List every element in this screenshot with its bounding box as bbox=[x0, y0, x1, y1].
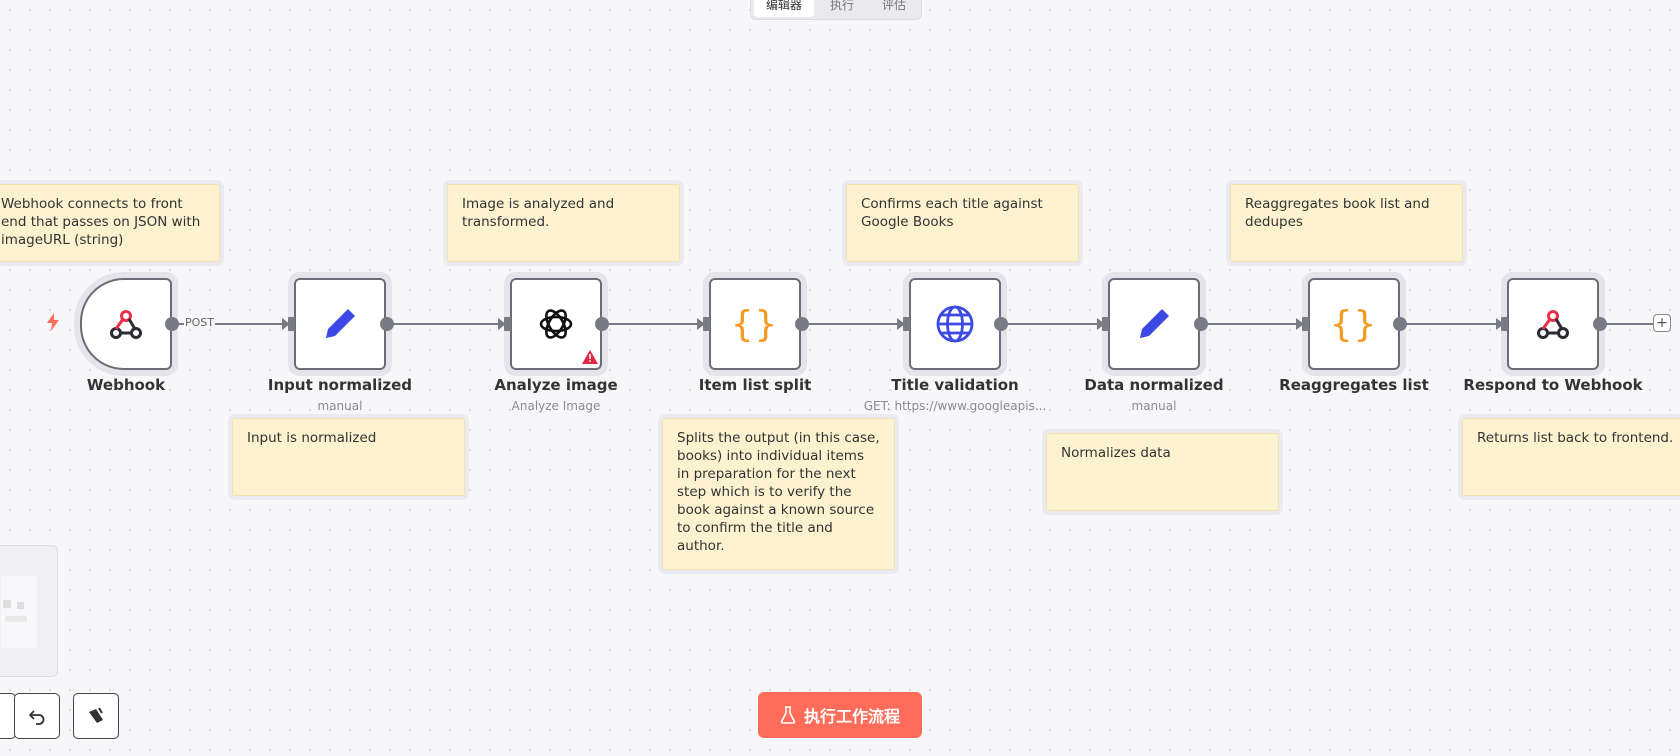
node-title: Title validation bbox=[891, 376, 1019, 394]
node-subtitle: manual bbox=[1131, 399, 1177, 413]
node-title: Reaggregates list bbox=[1279, 376, 1429, 394]
note-text: Confirms each title against Google Books bbox=[861, 196, 1043, 230]
node-subtitle: manual bbox=[317, 399, 363, 413]
connection-validation-normalized[interactable] bbox=[1002, 323, 1098, 325]
minimap[interactable] bbox=[0, 545, 58, 677]
input-port[interactable] bbox=[1501, 317, 1508, 331]
flask-icon bbox=[780, 706, 796, 724]
execute-workflow-button[interactable]: 执行工作流程 bbox=[758, 692, 922, 738]
node-respond-to-webhook[interactable] bbox=[1507, 278, 1599, 370]
webhook-icon bbox=[1537, 310, 1569, 339]
input-port[interactable] bbox=[903, 317, 910, 331]
input-port[interactable] bbox=[504, 317, 511, 331]
arrow-head bbox=[282, 318, 290, 330]
trigger-bolt-icon bbox=[46, 313, 60, 336]
sticky-note-confirms-title[interactable]: Confirms each title against Google Books bbox=[846, 184, 1079, 262]
note-text: Splits the output (in this case, books) … bbox=[677, 430, 880, 554]
node-reaggregates-list[interactable]: {} bbox=[1308, 278, 1400, 370]
sticky-note-normalizes-data[interactable]: Normalizes data bbox=[1046, 433, 1279, 511]
warning-icon[interactable] bbox=[582, 350, 598, 364]
node-title: Webhook bbox=[86, 376, 166, 394]
node-item-list-split[interactable]: {} bbox=[709, 278, 801, 370]
tab-executions[interactable]: 执行 bbox=[830, 0, 855, 12]
connection-respond-end[interactable] bbox=[1600, 323, 1654, 325]
connection-input-analyze[interactable] bbox=[388, 323, 500, 325]
output-port[interactable] bbox=[1593, 317, 1607, 331]
view-tabs: 编辑器 执行 评估 bbox=[750, 0, 923, 20]
tab-editor[interactable]: 编辑器 bbox=[754, 0, 815, 17]
output-port[interactable] bbox=[595, 317, 609, 331]
note-text: Webhook connects to front end that passe… bbox=[1, 196, 201, 248]
node-title-validation[interactable] bbox=[909, 278, 1001, 370]
arrow-head bbox=[1097, 318, 1105, 330]
node-subtitle: GET: https://www.googleapis... bbox=[863, 399, 1047, 413]
node-subtitle: Analyze Image bbox=[511, 399, 601, 413]
add-node-button[interactable]: + bbox=[1653, 314, 1671, 332]
output-port[interactable] bbox=[165, 317, 179, 331]
connection-webhook-input[interactable] bbox=[172, 323, 284, 325]
sticky-note-splits-output[interactable]: Splits the output (in this case, books) … bbox=[662, 418, 895, 570]
sticky-note-image-analyzed[interactable]: Image is analyzed and transformed. bbox=[447, 184, 680, 262]
input-port[interactable] bbox=[1102, 317, 1109, 331]
code-braces-icon: {} bbox=[731, 303, 779, 345]
node-webhook[interactable] bbox=[80, 278, 172, 370]
node-title: Analyze image bbox=[494, 376, 618, 394]
output-port[interactable] bbox=[994, 317, 1008, 331]
globe-icon bbox=[936, 305, 974, 343]
note-text: Reaggregates book list and dedupes bbox=[1245, 196, 1430, 230]
note-text: Input is normalized bbox=[247, 430, 377, 446]
arrow-head bbox=[1496, 318, 1504, 330]
node-title: Respond to Webhook bbox=[1463, 376, 1643, 394]
input-port[interactable] bbox=[1302, 317, 1309, 331]
output-port[interactable] bbox=[1194, 317, 1208, 331]
input-port[interactable] bbox=[288, 317, 295, 331]
minimap-viewport bbox=[1, 576, 37, 648]
connection-normalized-reaggregate[interactable] bbox=[1201, 323, 1297, 325]
connection-reaggregate-respond[interactable] bbox=[1401, 323, 1497, 325]
sticky-note-input-normalized[interactable]: Input is normalized bbox=[232, 418, 465, 496]
arrow-head bbox=[498, 318, 506, 330]
webhook-icon bbox=[110, 310, 142, 339]
output-port[interactable] bbox=[795, 317, 809, 331]
connection-split-validation[interactable] bbox=[802, 323, 898, 325]
node-analyze-image[interactable] bbox=[510, 278, 602, 370]
edge-label-post: POST bbox=[184, 316, 215, 329]
output-port[interactable] bbox=[380, 317, 394, 331]
code-braces-icon: {} bbox=[1330, 303, 1378, 345]
sticky-note-reaggregates[interactable]: Reaggregates book list and dedupes bbox=[1230, 184, 1463, 262]
note-text: Image is analyzed and transformed. bbox=[462, 196, 615, 230]
clear-execution-button[interactable] bbox=[73, 693, 119, 739]
node-title: Input normalized bbox=[267, 376, 413, 394]
output-port[interactable] bbox=[1393, 317, 1407, 331]
eraser-icon bbox=[89, 707, 103, 723]
pencil-icon bbox=[326, 309, 355, 338]
connection-analyze-split[interactable] bbox=[603, 323, 698, 325]
node-title: Item list split bbox=[698, 376, 812, 394]
arrow-head bbox=[897, 318, 905, 330]
sticky-note-webhook[interactable]: Webhook connects to front end that passe… bbox=[0, 184, 220, 262]
note-text: Normalizes data bbox=[1061, 445, 1171, 461]
arrow-head bbox=[1296, 318, 1304, 330]
input-port[interactable] bbox=[703, 317, 710, 331]
openai-icon bbox=[539, 309, 573, 339]
note-text: Returns list back to frontend. bbox=[1477, 430, 1674, 446]
undo-icon bbox=[29, 710, 45, 725]
node-title: Data normalized bbox=[1084, 376, 1224, 394]
sticky-note-returns-list[interactable]: Returns list back to frontend. bbox=[1462, 418, 1680, 496]
undo-button[interactable] bbox=[14, 693, 60, 739]
node-input-normalized[interactable] bbox=[294, 278, 386, 370]
tab-evaluations[interactable]: 评估 bbox=[882, 0, 907, 12]
pencil-icon bbox=[1140, 309, 1169, 338]
execute-workflow-label: 执行工作流程 bbox=[803, 707, 900, 726]
arrow-head bbox=[697, 318, 705, 330]
node-data-normalized[interactable] bbox=[1108, 278, 1200, 370]
